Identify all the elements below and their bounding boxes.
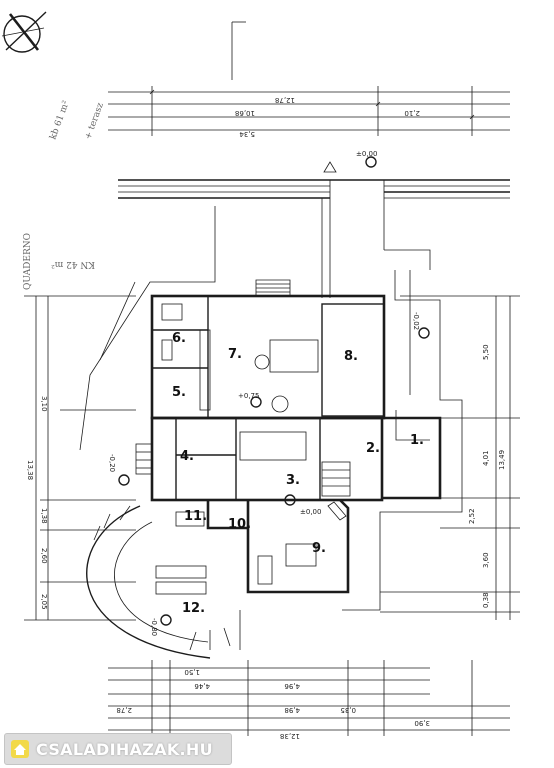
room-label-10: 10. [228,517,251,532]
dim-bottom-4-46: 4,46 [194,682,210,690]
north-arrow-icon [1,11,47,53]
room-labels: 1. 2. 3. 4. 5. 6. 7. 8. 9. 10. 11. 12. [172,331,424,616]
room-label-12: 12. [182,601,205,616]
room-label-3: 3. [286,473,300,488]
staircase [135,443,351,497]
dim-left-13-38: 13,38 [26,460,34,480]
top-dimension-lines [108,21,510,136]
dim-bottom-2-78: 2,78 [116,706,132,714]
room-label-5: 5. [172,385,186,400]
svg-text:KN 42 m²: KN 42 m² [51,259,95,269]
site-name: CSALADIHAZAK.HU [36,739,213,759]
dim-bottom-1-50: 1,50 [184,668,200,676]
dim-right-3-60: 3,60 [482,552,490,568]
dim-bottom-4-98: 4,98 [284,706,300,714]
level-label-2: +0,75 [238,392,259,400]
site-watermark-logo[interactable]: CSALADIHAZAK.HU [4,733,232,765]
handwritten-notes: kb 61 m² + terasz QUADERNO KN 42 m² [23,99,106,290]
dim-top-10-68: 10,68 [235,109,255,117]
dim-right-5-50: 5,50 [482,344,490,360]
room-label-7: 7. [228,347,242,362]
round-terrace [86,505,241,659]
room-label-11: 11. [184,509,207,524]
room-label-8: 8. [344,349,358,364]
top-dimension-labels: 12,78 10,68 2,10 5,34 [235,96,420,138]
level-label-4: -0,80 [150,618,158,636]
dim-bottom-4-96: 4,96 [284,682,300,690]
dim-right-13-49: 13,49 [498,450,506,470]
bottom-dimension-labels: 12,38 4,46 4,98 4,96 3,90 2,78 1,50 0,35 [116,668,430,740]
dim-right-0-38: 0,38 [482,592,490,608]
dim-right-2-52: 2,52 [468,508,476,524]
dim-bottom-0-35: 0,35 [340,706,356,714]
room-label-9: 9. [312,541,326,556]
room-label-1: 1. [410,433,424,448]
street-band [118,161,510,298]
house-logo-icon [10,739,30,759]
room-label-6: 6. [172,331,186,346]
building-walls [150,279,442,594]
level-label-3: -0,20 [108,454,116,472]
furniture [155,303,347,595]
dim-top-2-10: 2,10 [404,109,420,117]
site-boundary [79,206,463,611]
dim-right-4-01: 4,01 [482,450,490,466]
dim-left-2-05: 2,05 [40,594,48,610]
bottom-dimension-lines [108,660,510,736]
dim-left-1-38: 1,38 [40,508,48,524]
room-label-4: 4. [180,449,194,464]
right-dimension-lines: 5,50 13,49 4,01 2,52 3,60 0,38 [380,295,520,620]
level-label-1: -0,02 [412,312,420,330]
dim-top-12-78: 12,78 [275,96,295,104]
level-label-5: ±0,00 [300,508,321,516]
dim-top-5-34: 5,34 [239,130,255,138]
dim-left-2-60: 2,60 [40,548,48,564]
svg-text:QUADERNO: QUADERNO [23,233,33,290]
level-label-0: ±0,00 [356,150,377,158]
left-dimension-lines: 13,38 3,10 1,38 2,60 2,05 [24,295,136,621]
level-markers: ±0,00 -0,02 +0,75 -0,20 -0,80 ±0,00 [108,150,430,636]
svg-text:kb 61 m²: kb 61 m² [48,99,71,141]
dim-bottom-3-90: 3,90 [414,719,430,727]
room-label-2: 2. [366,441,380,456]
dim-bottom-12-38: 12,38 [280,732,300,740]
dim-left-3-10: 3,10 [40,396,48,412]
svg-text:+ terasz: + terasz [83,101,106,141]
